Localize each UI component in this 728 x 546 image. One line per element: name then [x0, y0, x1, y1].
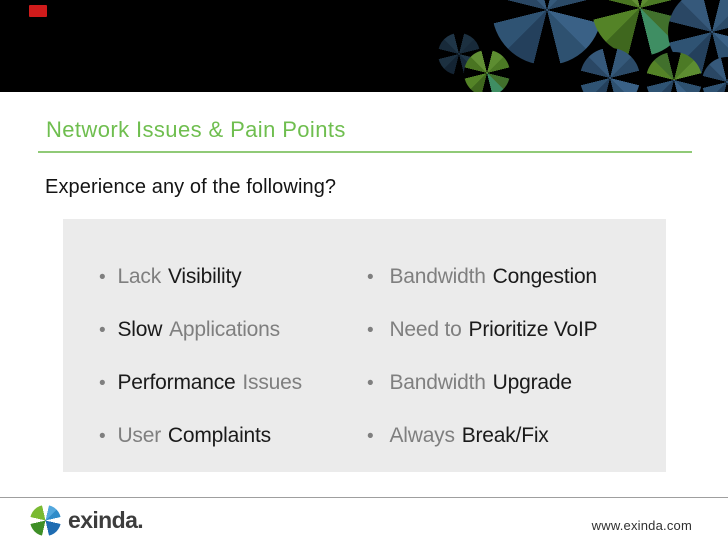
title-underline: Network Issues & Pain Points: [38, 117, 692, 153]
decorative-flower-icon: [646, 52, 702, 92]
bullet-dot-icon: •: [99, 426, 106, 447]
bullet-text-part: Issues: [242, 371, 302, 394]
bullet-text-part: Applications: [169, 318, 280, 341]
bullet-text-part: Complaints: [167, 424, 271, 447]
bullet-dot-icon: •: [367, 426, 374, 447]
bullet-text-part: Visibility: [167, 265, 242, 288]
exinda-logo: exinda.: [30, 505, 144, 536]
bullet-text-part: Bandwidth: [389, 371, 486, 394]
exinda-logomark-icon: [30, 505, 61, 536]
bullet-text-part: Upgrade: [492, 371, 572, 394]
bullet-item: • Performance Issues: [99, 372, 302, 395]
exinda-wordmark: exinda.: [68, 507, 144, 533]
bullet-text-part: Lack: [117, 265, 162, 288]
page-title: Network Issues & Pain Points: [46, 117, 346, 142]
bullet-text-part: Always: [389, 424, 455, 447]
bullet-text-part: Bandwidth: [389, 265, 486, 288]
decorative-flower-icon: [580, 48, 640, 92]
bullet-dot-icon: •: [99, 267, 106, 288]
subtitle: Experience any of the following?: [45, 176, 337, 198]
bullet-dot-icon: •: [367, 267, 374, 288]
bullet-dot-icon: •: [367, 373, 374, 394]
footer: [0, 498, 728, 546]
bullet-text-part: User: [117, 424, 161, 447]
bullet-item: • Bandwidth Congestion: [367, 266, 597, 289]
footer-divider: [0, 497, 728, 498]
red-accent: [29, 5, 47, 17]
bullet-text-part: Break/Fix: [461, 424, 549, 447]
bullet-item: • Slow Applications: [99, 319, 302, 342]
bullet-text-part: Prioritize VoIP: [468, 318, 598, 341]
website-url: www.exinda.com: [591, 518, 692, 533]
decorative-flower-icon: [492, 0, 602, 65]
bullet-item: • User Complaints: [99, 425, 302, 448]
header-band: [0, 0, 728, 92]
bullet-text-part: Slow: [117, 318, 163, 341]
bullet-item: • Bandwidth Upgrade: [367, 372, 597, 395]
decorative-flower-icon: [464, 50, 510, 92]
bullet-list-left: • Lack Visibility • Slow Applications • …: [99, 266, 302, 478]
bullet-dot-icon: •: [99, 373, 106, 394]
bullet-dot-icon: •: [367, 320, 374, 341]
bullet-dot-icon: •: [99, 320, 106, 341]
content-panel: • Lack Visibility • Slow Applications • …: [63, 219, 666, 472]
bullet-text-part: Performance: [117, 371, 236, 394]
bullet-item: • Need to Prioritize VoIP: [367, 318, 598, 342]
bullet-list-right: • Bandwidth Congestion • Need to Priorit…: [367, 266, 598, 478]
bullet-text-part: Need to: [389, 318, 462, 341]
bullet-item: • Lack Visibility: [99, 266, 302, 289]
bullet-text-part: Congestion: [492, 265, 597, 288]
bullet-item: • Always Break/Fix: [367, 425, 597, 448]
